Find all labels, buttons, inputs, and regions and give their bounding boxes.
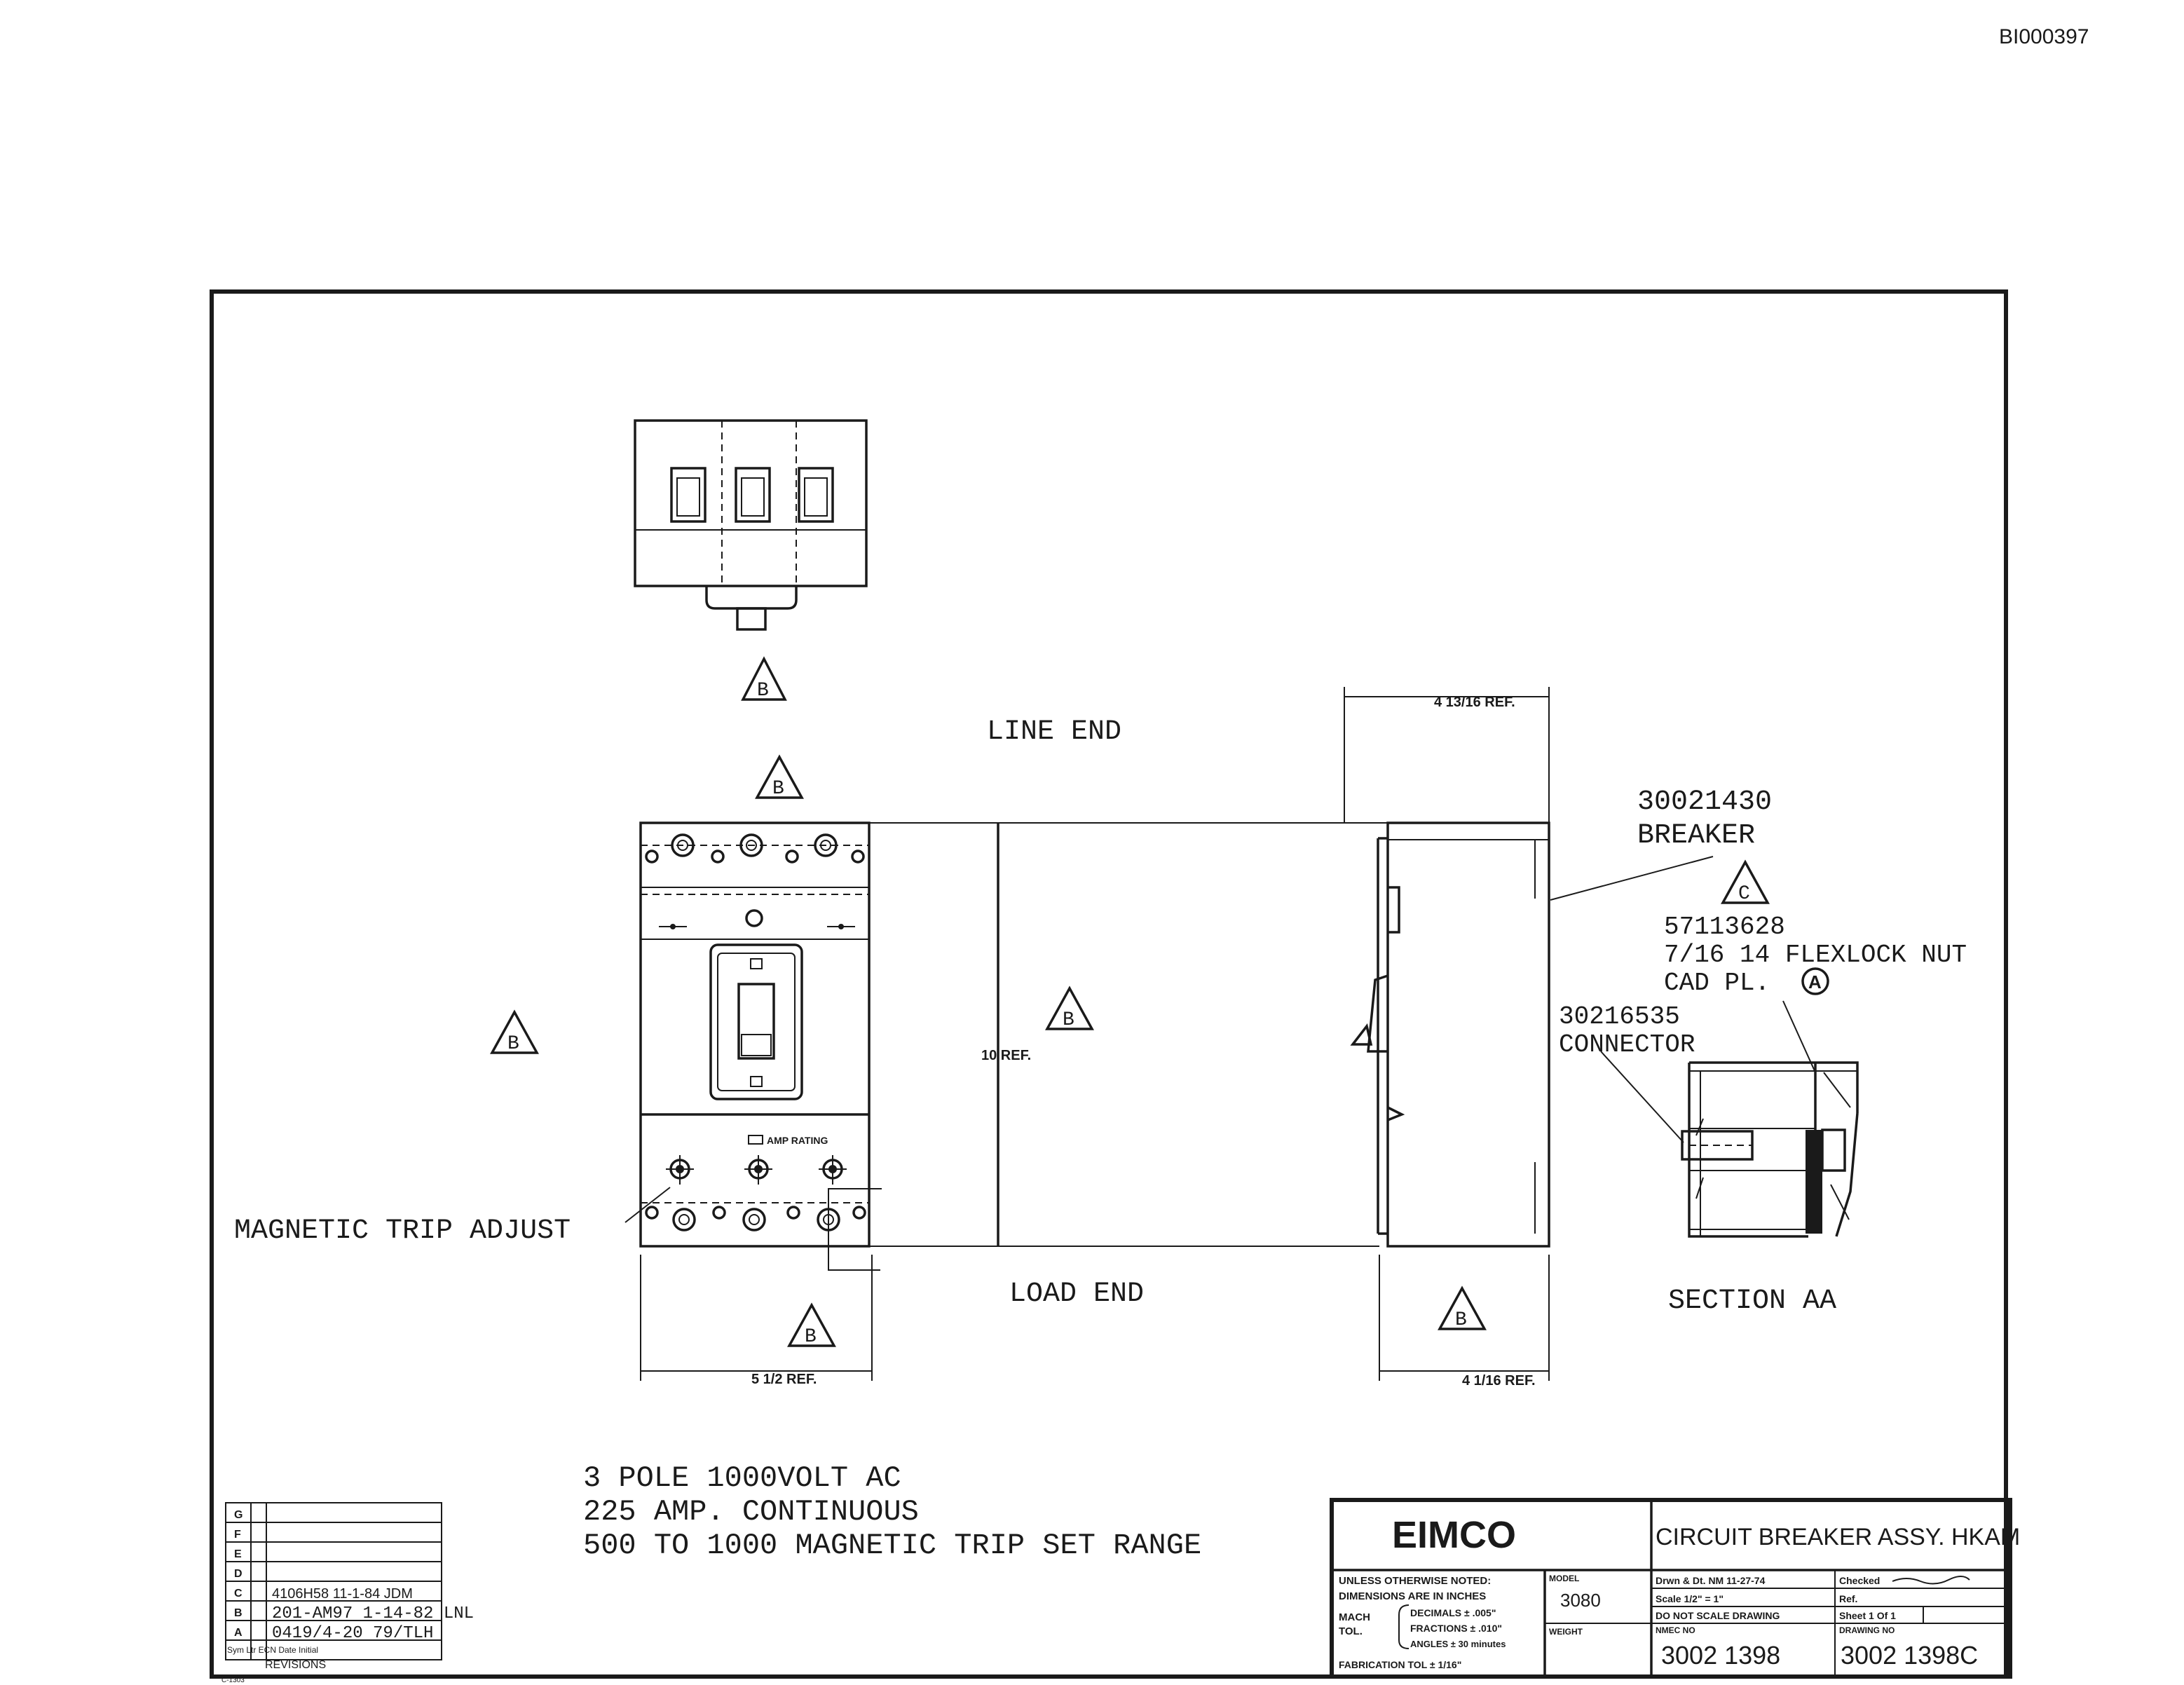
breaker-part-number: 30021430 xyxy=(1637,786,1772,818)
rev-entry-c: 4106H58 11-1-84 JDM xyxy=(272,1586,413,1602)
nut-label: 7/16 14 FLEXLOCK NUT xyxy=(1664,941,1967,969)
load-end-label: LOAD END xyxy=(1009,1278,1144,1310)
rev-letter-e: E xyxy=(234,1548,242,1560)
depth-dimension-bottom: 4 1/16 REF. xyxy=(1379,1255,1550,1389)
document-id: BI000397 xyxy=(1999,25,2089,48)
fabrication-tol: FABRICATION TOL ± 1/16" xyxy=(1339,1659,1461,1670)
drawing-no-value: 3002 1398C xyxy=(1841,1641,1978,1670)
rev-title: REVISIONS xyxy=(265,1659,326,1671)
svg-text:B: B xyxy=(757,680,769,702)
do-not-scale: DO NOT SCALE DRAWING xyxy=(1656,1610,1780,1621)
revision-mark-b-4: B xyxy=(1045,985,1094,1031)
svg-text:B: B xyxy=(772,778,784,800)
breaker-label: BREAKER xyxy=(1637,820,1755,852)
mach-label: MACH xyxy=(1339,1611,1370,1623)
top-view xyxy=(634,419,868,631)
trip-adjust-leader xyxy=(625,1187,671,1223)
rev-entry-a: 0419/4-20 79/TLH xyxy=(272,1624,433,1643)
rev-letter-c: C xyxy=(234,1588,243,1599)
revision-mark-c: C xyxy=(1721,859,1770,905)
notes-line-1: UNLESS OTHERWISE NOTED: xyxy=(1339,1575,1491,1587)
nut-finish-label: CAD PL. xyxy=(1664,969,1770,997)
model-label: MODEL xyxy=(1549,1574,1579,1583)
fractions-tol: FRACTIONS ± .010" xyxy=(1410,1623,1502,1634)
model-value: 3080 xyxy=(1560,1590,1601,1611)
magnetic-trip-adjust-label: MAGNETIC TRIP ADJUST xyxy=(234,1215,571,1247)
revision-mark-b-1: B xyxy=(741,656,787,702)
connector-label: CONNECTOR xyxy=(1559,1030,1695,1059)
spec-line-3: 500 TO 1000 MAGNETIC TRIP SET RANGE xyxy=(583,1529,1201,1562)
drawing-no-label: DRAWING NO xyxy=(1839,1625,1895,1635)
title-block: EIMCO CIRCUIT BREAKER ASSY. HKAM UNLESS … xyxy=(1330,1498,2020,1679)
amp-rating-label: AMP RATING xyxy=(767,1135,828,1146)
company-name: EIMCO xyxy=(1392,1514,1516,1556)
connector-part-number: 30216535 xyxy=(1559,1002,1680,1031)
connector-leader xyxy=(1600,1051,1684,1143)
width-dim-label: 5 1/2 REF. xyxy=(751,1372,817,1387)
rev-letter-g: G xyxy=(234,1509,243,1521)
revision-mark-b-3: B xyxy=(490,1009,539,1055)
depth-bottom-label: 4 1/16 REF. xyxy=(1462,1373,1536,1389)
spec-line-1: 3 POLE 1000VOLT AC xyxy=(583,1461,901,1495)
svg-text:B: B xyxy=(507,1033,519,1055)
ref-label: Ref. xyxy=(1839,1593,1857,1604)
notes-line-2: DIMENSIONS ARE IN INCHES xyxy=(1339,1590,1486,1602)
decimals-tol: DECIMALS ± .005" xyxy=(1410,1607,1496,1618)
nut-leader xyxy=(1782,1000,1816,1073)
section-aa-detail xyxy=(1681,1061,1859,1238)
scale-label: Scale 1/2" = 1" xyxy=(1656,1593,1724,1604)
rev-entry-b: 201-AM97 1-14-82 LNL xyxy=(272,1604,474,1623)
sheet-label: Sheet 1 Of 1 xyxy=(1839,1610,1896,1621)
rev-letter-f: F xyxy=(234,1529,241,1541)
trip-adjuster-1 xyxy=(666,1155,694,1185)
svg-text:A: A xyxy=(1808,971,1822,992)
drawing-title: CIRCUIT BREAKER ASSY. HKAM xyxy=(1656,1524,2020,1550)
checked-label: Checked xyxy=(1839,1575,1880,1586)
revision-mark-b-6: B xyxy=(1438,1285,1487,1331)
weight-label: WEIGHT xyxy=(1549,1627,1583,1637)
front-view: AMP RATING xyxy=(639,821,882,1271)
angles-tol: ANGLES ± 30 minutes xyxy=(1410,1639,1506,1649)
rev-letter-a: A xyxy=(234,1627,243,1639)
nut-part-number: 57113628 xyxy=(1664,913,1785,941)
tol-label: TOL. xyxy=(1339,1625,1363,1637)
sheet-code: C-1303 xyxy=(221,1677,245,1684)
side-view xyxy=(1350,821,1550,1248)
spec-line-2: 225 AMP. CONTINUOUS xyxy=(583,1495,919,1529)
section-aa-label: SECTION AA xyxy=(1668,1285,1836,1317)
svg-text:B: B xyxy=(1455,1309,1467,1331)
trip-adjuster-2 xyxy=(744,1155,772,1185)
drawn-by: Drwn & Dt. NM 11-27-74 xyxy=(1656,1575,1766,1586)
svg-text:B: B xyxy=(1063,1009,1074,1031)
revisions-table: G F E D C B A 4106H58 11-1-84 JDM 201-AM… xyxy=(221,1502,474,1684)
revision-mark-a: A xyxy=(1801,967,1829,995)
svg-text:C: C xyxy=(1738,883,1750,905)
depth-top-label: 4 13/16 REF. xyxy=(1434,695,1515,710)
trip-adjuster-3 xyxy=(819,1155,847,1185)
rev-letter-d: D xyxy=(234,1568,243,1580)
height-dimension: 10 REF. xyxy=(981,823,1031,1246)
height-dim-label: 10 REF. xyxy=(981,1048,1031,1063)
svg-text:B: B xyxy=(805,1326,817,1348)
width-dimension: 5 1/2 REF. xyxy=(640,1255,873,1387)
revision-mark-b-5: B xyxy=(787,1302,836,1348)
nmec-value: 3002 1398 xyxy=(1661,1641,1780,1670)
breaker-leader xyxy=(1550,856,1714,901)
nmec-label: NMEC NO xyxy=(1656,1625,1695,1635)
rev-footer: Sym Ltr ECN Date Initial xyxy=(227,1645,318,1655)
revision-mark-b-2: B xyxy=(755,754,804,800)
line-end-label: LINE END xyxy=(987,716,1121,748)
rev-letter-b: B xyxy=(234,1607,243,1619)
depth-dimension-top: 4 13/16 REF. xyxy=(1344,687,1550,823)
